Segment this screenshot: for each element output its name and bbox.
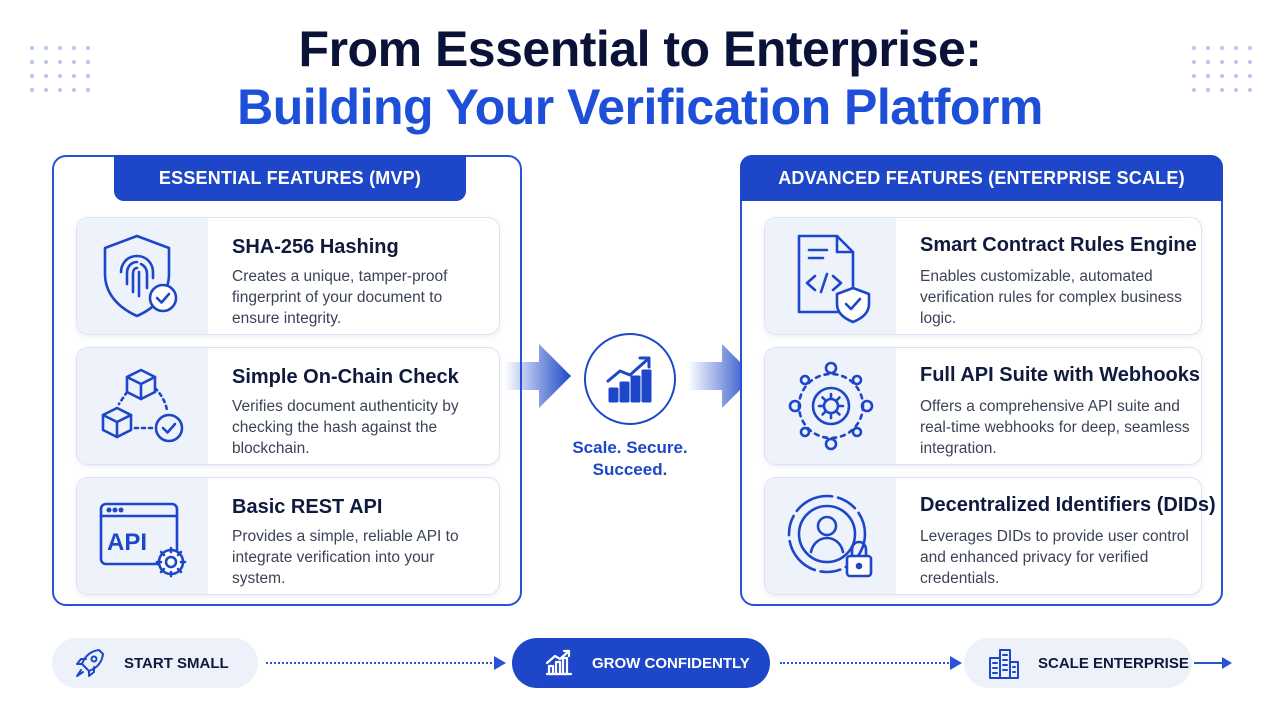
arrow-right-icon <box>505 344 571 408</box>
feature-title: Basic REST API <box>232 496 383 518</box>
api-network-gear-icon <box>788 361 873 451</box>
feature-title: Decentralized Identifiers (DIDs) <box>920 494 1216 516</box>
journey-step-start-small: START SMALL <box>52 638 258 688</box>
feature-title: Simple On-Chain Check <box>232 366 459 388</box>
decorative-dots-left <box>30 46 90 92</box>
feature-description: Provides a simple, reliable API to integ… <box>232 528 459 587</box>
feature-card-rest-api: API Basic REST API Provides a simple, re… <box>76 477 500 595</box>
advanced-features-heading: ADVANCED FEATURES (ENTERPRISE SCALE) <box>740 155 1223 201</box>
decorative-dots-right <box>1192 46 1252 92</box>
journey-label: GROW CONFIDENTLY <box>592 654 750 672</box>
feature-description: Verifies document authenticity by checki… <box>232 398 459 457</box>
growth-chart-icon <box>606 356 652 403</box>
api-window-icon: API <box>99 502 186 578</box>
feature-card-smart-contract: Smart Contract Rules Engine Enables cust… <box>764 217 1202 335</box>
growth-chart-badge <box>584 333 676 425</box>
feature-card-sha256: SHA-256 Hashing Creates a unique, tamper… <box>76 217 500 335</box>
feature-description: Enables customizable, automated verifica… <box>920 268 1182 327</box>
feature-card-onchain-check: Simple On-Chain Check Verifies document … <box>76 347 500 465</box>
arrowhead-icon <box>950 656 962 670</box>
feature-description: Creates a unique, tamper-proof fingerpri… <box>232 268 448 327</box>
page-subtitle: Building Your Verification Platform <box>237 79 1043 135</box>
journey-label: START SMALL <box>124 654 229 672</box>
journey-step-scale-enterprise: SCALE ENTERPRISE <box>964 638 1192 688</box>
smart-contract-icon <box>797 234 870 324</box>
user-lock-icon <box>787 494 872 578</box>
tagline: Scale. Secure. Succeed. <box>572 438 688 479</box>
buildings-icon <box>989 649 1019 679</box>
arrow-right-icon <box>1194 657 1232 669</box>
arrow-right-icon <box>688 344 754 408</box>
svg-text:API: API <box>107 529 147 556</box>
rocket-icon <box>76 649 104 677</box>
bar-chart-icon <box>545 649 573 676</box>
feature-title: Smart Contract Rules Engine <box>920 234 1197 256</box>
feature-title: Full API Suite with Webhooks <box>920 364 1201 386</box>
feature-card-api-suite: Full API Suite with Webhooks Offers a co… <box>764 347 1202 465</box>
journey-step-grow-confidently: GROW CONFIDENTLY <box>512 638 770 688</box>
essential-features-heading: ESSENTIAL FEATURES (MVP) <box>114 155 466 201</box>
feature-title: SHA-256 Hashing <box>232 236 399 258</box>
shield-fingerprint-icon <box>103 234 177 318</box>
dotted-connector <box>266 662 496 664</box>
advanced-features-panel: ADVANCED FEATURES (ENTERPRISE SCALE) Sma… <box>740 155 1223 606</box>
feature-card-dids: Decentralized Identifiers (DIDs) Leverag… <box>764 477 1216 595</box>
dotted-connector <box>780 662 952 664</box>
blockchain-check-icon <box>101 368 183 443</box>
feature-description: Offers a comprehensive API suite and rea… <box>920 398 1190 457</box>
journey-label: SCALE ENTERPRISE <box>1038 654 1189 672</box>
page-title: From Essential to Enterprise: <box>298 21 982 77</box>
arrowhead-icon <box>494 656 506 670</box>
feature-description: Leverages DIDs to provide user control a… <box>920 528 1189 587</box>
essential-features-panel: ESSENTIAL FEATURES (MVP) SHA-256 Hashing… <box>52 155 522 606</box>
